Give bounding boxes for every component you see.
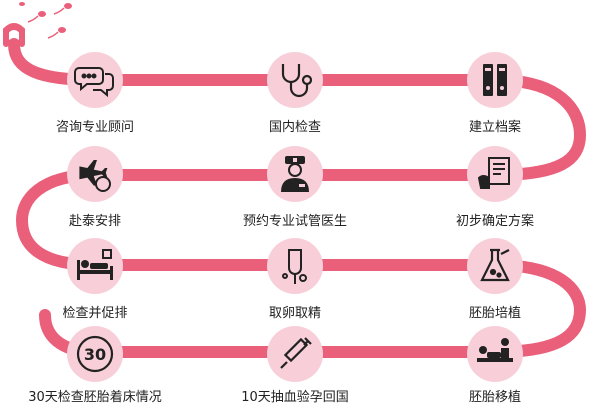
- transfer-icon: [467, 326, 523, 382]
- iv-bag-icon: [267, 238, 323, 294]
- step-label: 30天检查胚胎着床情况: [28, 390, 162, 405]
- step-label: 国内检查: [268, 120, 321, 135]
- airplane-icon: [67, 146, 123, 202]
- step-label: 胚胎培植: [468, 306, 521, 321]
- step-label: 初步确定方案: [455, 214, 534, 229]
- step-label: 咨询专业顾问: [55, 120, 134, 135]
- track-start-cap: [3, 23, 25, 47]
- thirty-days-icon: 30: [67, 326, 123, 382]
- hospital-bed-icon: [67, 238, 123, 294]
- step-label: 预约专业试管医生: [242, 214, 347, 229]
- sperm-decoration-icon: [6, 2, 72, 44]
- step-label: 胚胎移植: [468, 390, 521, 405]
- step-label: 检查并促排: [62, 306, 128, 321]
- step-label: 建立档案: [468, 120, 521, 135]
- step-label: 取卵取精: [268, 306, 321, 321]
- chat-bubble-icon: [67, 52, 123, 108]
- flask-icon: [467, 238, 523, 294]
- syringe-icon: [267, 326, 323, 382]
- stethoscope-icon: [267, 52, 323, 108]
- track-path: [8, 38, 587, 358]
- document-hand-icon: [467, 146, 523, 202]
- step-label: 赴泰安排: [68, 214, 121, 229]
- doctor-icon: [267, 146, 323, 202]
- step-label: 10天抽血验孕回国: [241, 390, 349, 405]
- thirty-days-text: 30: [84, 345, 106, 364]
- binder-icon: [467, 52, 523, 108]
